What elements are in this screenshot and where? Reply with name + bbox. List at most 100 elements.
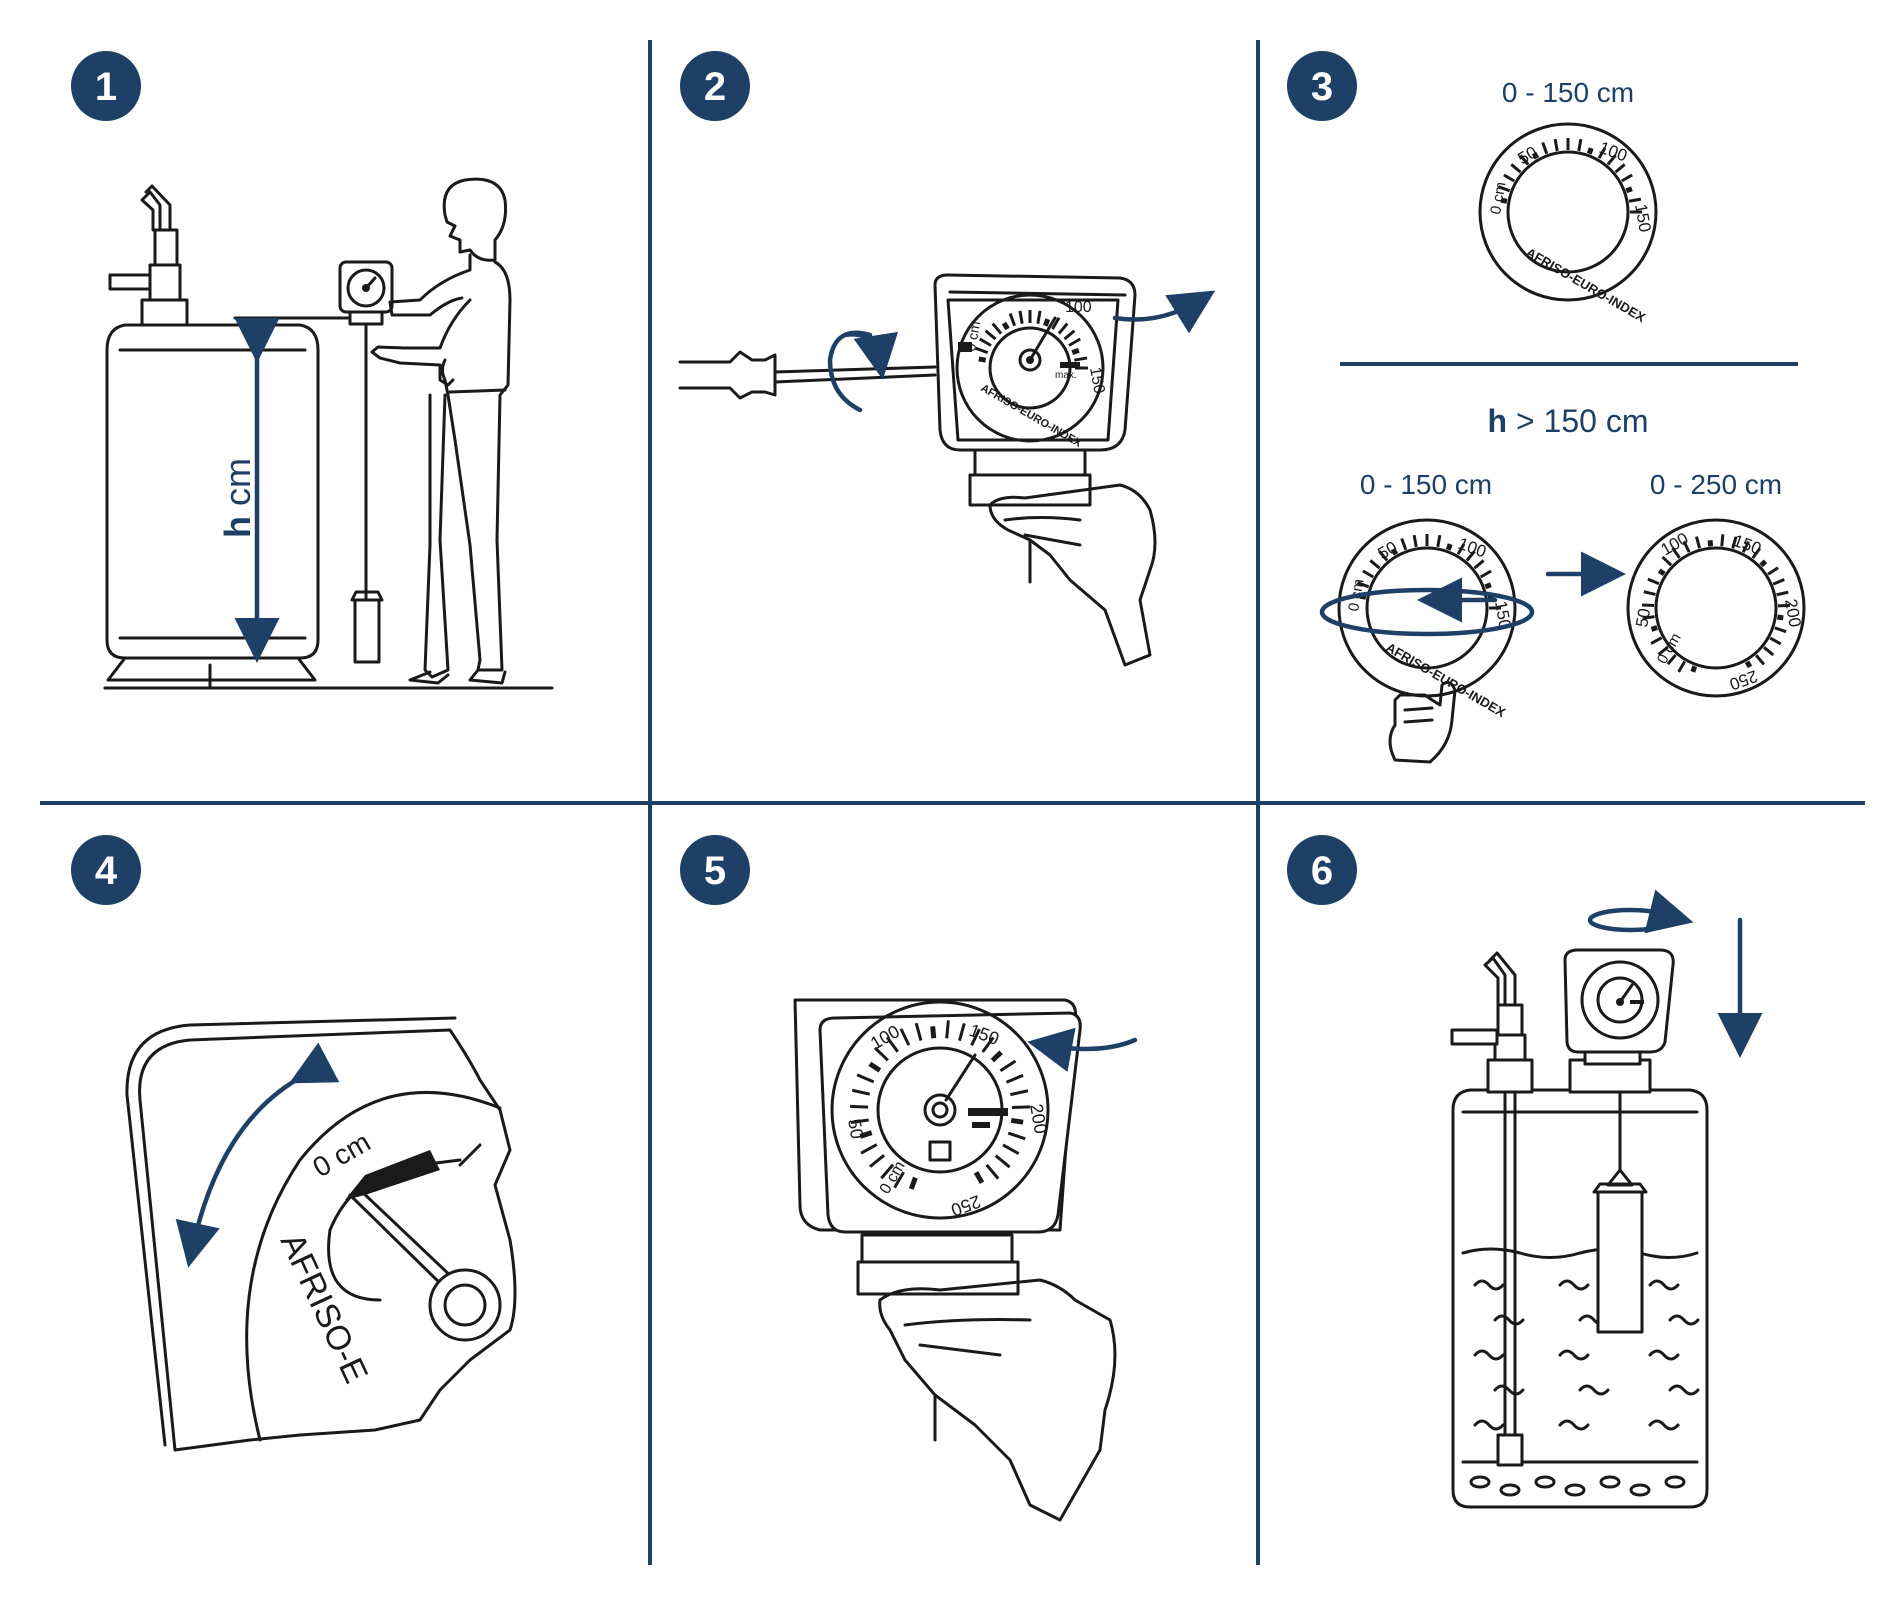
liquid-wave — [1648, 1349, 1680, 1361]
dial-tick — [1510, 163, 1522, 174]
svg-text:AFRISO-EURO-INDEX: AFRISO-EURO-INDEX — [1524, 245, 1649, 326]
step-badge-6: 6 — [1287, 835, 1357, 905]
dial-tick — [908, 1176, 918, 1190]
dial-tick — [1661, 555, 1673, 567]
step3-range-selection: 0 - 150 cm 0 cm 50 100 150 AFRISO-EURO-I… — [1319, 77, 1806, 764]
dial-tick — [930, 1026, 937, 1039]
svg-text:150: 150 — [1491, 599, 1515, 630]
svg-text:max.: max. — [1055, 370, 1077, 381]
dial-tick — [1677, 660, 1686, 673]
step-badge-3: 3 — [1287, 51, 1357, 121]
svg-text:200: 200 — [1781, 597, 1805, 628]
sediment-blob — [1534, 1475, 1556, 1489]
dial-tick — [1051, 317, 1061, 330]
dial-tick — [957, 1022, 966, 1042]
dial-tick — [1456, 543, 1466, 556]
liquid-wave — [1473, 1349, 1505, 1361]
dial-tick — [970, 1028, 981, 1046]
step2-gauge-screwdriver: max. 0 cm 100 150 AFRISO-EURO-INDEX — [678, 273, 1216, 667]
svg-text:4: 4 — [95, 849, 118, 893]
dial-tick — [1036, 310, 1042, 324]
dial-tick — [851, 1088, 871, 1096]
dial-tick — [1682, 540, 1691, 553]
dial-tick — [1002, 1143, 1020, 1155]
dial-tick — [1500, 197, 1508, 204]
dial-tick — [1690, 665, 1698, 673]
dial-tick — [1497, 185, 1511, 193]
dial-tick — [1412, 534, 1418, 548]
dial-tick — [1769, 636, 1782, 646]
dial-tick — [985, 1163, 1000, 1180]
dial-tick — [1586, 147, 1594, 155]
dial-tick — [1519, 154, 1530, 166]
dial-tick — [1001, 321, 1010, 331]
dial-tick — [999, 1059, 1017, 1073]
dial-tick — [873, 1046, 889, 1062]
step5-gauge-reassembly: 0 cm 50 100 150 200 250 — [793, 998, 1138, 1522]
dial-tick — [1650, 636, 1663, 645]
dial-tick — [945, 1020, 950, 1039]
svg-text:100: 100 — [1065, 299, 1092, 316]
dial-tick — [1390, 547, 1399, 556]
liquid-wave — [1648, 1279, 1680, 1291]
dial-tick — [880, 1163, 895, 1180]
dial-tick — [1074, 356, 1088, 362]
dial-tick — [1763, 646, 1775, 657]
dial-tick — [1642, 615, 1655, 620]
dial-tick — [1647, 577, 1660, 586]
dial-tick — [1362, 569, 1375, 579]
liquid-wave — [1493, 1314, 1525, 1326]
dial-tick — [1010, 1117, 1024, 1125]
dial-tick — [1774, 626, 1787, 634]
dial-tick — [1720, 534, 1725, 547]
dial-tick — [1010, 1089, 1029, 1097]
dial-tick — [1657, 645, 1669, 656]
dial-tick — [979, 337, 992, 347]
svg-text:150: 150 — [1731, 531, 1764, 559]
liquid-wave — [1473, 1419, 1505, 1431]
step1-tank-illustration: h cm — [103, 177, 554, 690]
dial-tick — [1577, 138, 1583, 152]
dial-tick — [978, 356, 987, 363]
svg-text:0 cm: 0 cm — [308, 1126, 376, 1183]
dial-tick — [860, 1143, 878, 1155]
dial-tick — [1043, 318, 1051, 327]
dial-tick — [1666, 654, 1677, 666]
dial-tick — [1606, 154, 1617, 166]
svg-text:3: 3 — [1311, 65, 1333, 109]
dial-tick — [974, 346, 989, 355]
dial-tick — [1018, 310, 1024, 324]
step4-dial-closeup: 0 cm AFRISO-E — [125, 1016, 517, 1452]
range-label-top: 0 - 150 cm — [1502, 77, 1634, 108]
dial-tick — [981, 1036, 995, 1053]
svg-text:5: 5 — [704, 849, 726, 893]
dial-tick — [869, 1154, 885, 1168]
dial-tick — [1369, 559, 1381, 570]
height-label: h cm — [217, 458, 258, 538]
liquid-wave — [1473, 1279, 1505, 1291]
dial-tick — [1776, 590, 1789, 597]
range-label-before: 0 - 150 cm — [1360, 469, 1492, 500]
dial-tick — [1445, 543, 1453, 551]
liquid-wave — [1578, 1384, 1610, 1396]
dial-tick — [1465, 550, 1476, 562]
dial-tick — [868, 1061, 882, 1073]
dial-tick — [1731, 536, 1738, 549]
sediment-blob — [1599, 1475, 1621, 1489]
dial-tick — [973, 1171, 985, 1184]
range-label-after: 0 - 250 cm — [1650, 469, 1782, 500]
liquid-wave — [1668, 1384, 1700, 1396]
dial-tick — [1479, 569, 1492, 579]
dial-0-150-rotating: 0 cm 50 100 150 AFRISO-EURO-INDEX — [1319, 518, 1535, 764]
dial-tick — [984, 329, 997, 341]
dial-tick — [1400, 537, 1408, 551]
dial-tick — [859, 1130, 873, 1139]
dial-tick — [850, 1118, 869, 1125]
dial-tick — [1754, 654, 1766, 666]
dial-tick — [1671, 547, 1681, 559]
liquid-wave — [1558, 1419, 1590, 1431]
dial-tick — [1436, 534, 1442, 548]
liquid-wave — [1648, 1419, 1680, 1431]
dial-tick — [1767, 566, 1779, 576]
